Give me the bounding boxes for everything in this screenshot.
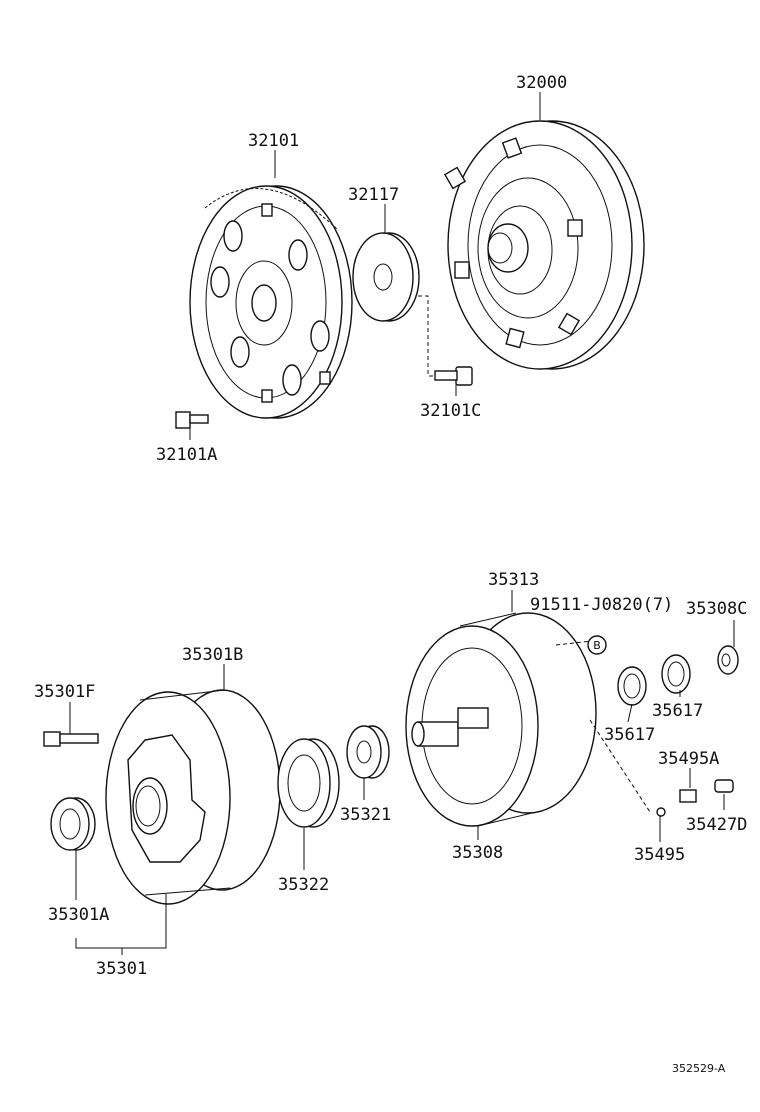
label-35495[interactable]: 35495 (634, 845, 685, 865)
spring[interactable] (679, 789, 697, 803)
label-35427D[interactable]: 35427D (686, 815, 747, 835)
drive-plate-bolt[interactable] (175, 411, 209, 429)
callout-b: B (587, 635, 607, 655)
label-35495A[interactable]: 35495A (658, 749, 719, 769)
converter-bolt[interactable] (434, 366, 473, 386)
leader-lines (69, 92, 735, 955)
label-32101C[interactable]: 32101C (420, 401, 481, 421)
pin[interactable] (714, 779, 734, 793)
ball[interactable] (656, 807, 666, 817)
plug[interactable] (717, 645, 739, 675)
seal-ring-2[interactable] (661, 654, 691, 694)
label-35301F[interactable]: 35301F (34, 682, 95, 702)
label-35301B[interactable]: 35301B (182, 645, 243, 665)
pump-bolt[interactable] (43, 731, 99, 747)
label-35313[interactable]: 35313 (488, 570, 539, 590)
stator-shaft-assy[interactable] (405, 612, 597, 827)
label-35617-left[interactable]: 35617 (604, 725, 655, 745)
reference-code: 352529-A (672, 1062, 726, 1075)
label-35308C[interactable]: 35308C (686, 599, 747, 619)
label-35617-right[interactable]: 35617 (652, 701, 703, 721)
label-32101A[interactable]: 32101A (156, 445, 217, 465)
driven-gear[interactable] (277, 738, 340, 828)
label-91511-J0820[interactable]: 91511-J0820(7) (530, 595, 673, 615)
oil-seal[interactable] (50, 797, 96, 851)
label-32101[interactable]: 32101 (248, 131, 299, 151)
svg-text:B: B (593, 639, 601, 652)
label-35321[interactable]: 35321 (340, 805, 391, 825)
oil-pump-body[interactable] (105, 689, 281, 905)
spacer[interactable] (352, 232, 420, 322)
label-32000[interactable]: 32000 (516, 73, 567, 93)
oil-ring-leader (555, 640, 593, 646)
label-35322[interactable]: 35322 (278, 875, 329, 895)
label-35301[interactable]: 35301 (96, 959, 147, 979)
part-labels: 32000 32101 32117 32101A 32101C 35313 91… (34, 73, 747, 1075)
ball-leader (589, 719, 651, 813)
label-35301A[interactable]: 35301A (48, 905, 109, 925)
converter-bolt-leader (418, 295, 435, 377)
torque-converter[interactable] (443, 120, 645, 370)
seal-ring-1[interactable] (617, 666, 647, 706)
drive-plate[interactable] (189, 185, 353, 419)
drive-gear[interactable] (346, 725, 390, 779)
label-32117[interactable]: 32117 (348, 185, 399, 205)
label-35308[interactable]: 35308 (452, 843, 503, 863)
